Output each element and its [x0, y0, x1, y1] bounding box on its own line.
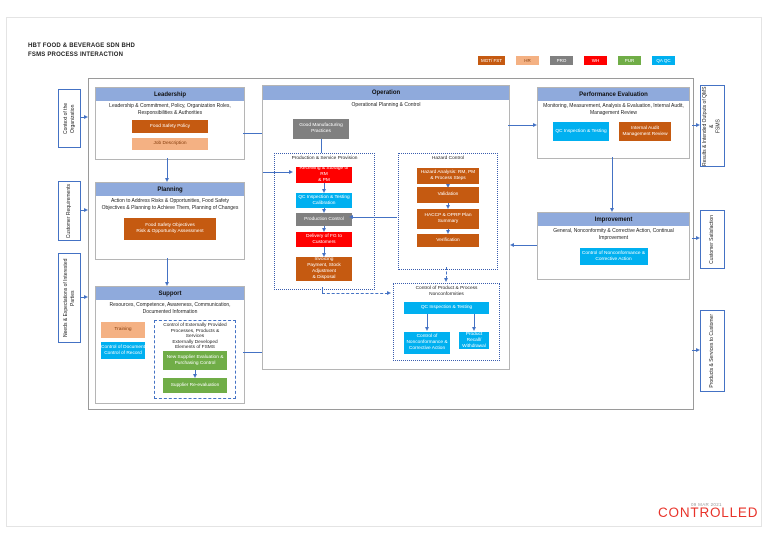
company-name: HBT FOOD & BEVERAGE SDN BHD	[28, 43, 136, 49]
planning-header: Planning	[96, 183, 244, 196]
box-food-safety-objectives: Food Safety Objectives Risk & Opportunit…	[124, 218, 216, 240]
box-qc-inspection-testing-pe: QC Inspection & Testing	[553, 122, 609, 141]
box-validation: Validation	[417, 187, 479, 203]
output-label: Results & Intended Outputs of QMS & FSMS	[702, 86, 722, 166]
section-leadership: Leadership Leadership & Commitment, Poli…	[95, 87, 245, 160]
connector-nc-right	[474, 314, 475, 328]
arrow-head-down	[322, 189, 326, 193]
legend-chip-hr: HR	[516, 56, 539, 65]
group-production-service-provision: Production & Service Provision Receiving…	[274, 153, 375, 290]
box-new-supplier-evaluation: New Supplier Evaluation & Purchasing Con…	[163, 351, 227, 370]
improvement-header: Improvement	[538, 213, 689, 226]
input-context-of-organization: Context of the Organization	[58, 89, 81, 148]
input-customer-requirements: Customer Requirements	[58, 181, 81, 241]
improvement-subtitle: General, Nonconformity & Corrective Acti…	[553, 228, 674, 241]
connector-nc-left	[427, 314, 428, 328]
leadership-header: Leadership	[96, 88, 244, 101]
legend-chip-mgt-fst: MGT/ FST	[478, 56, 505, 65]
planning-subtitle: Action to Address Risks & Opportunities,…	[101, 198, 239, 211]
group-externally-provided: Control of Externally Provided Processes…	[154, 320, 236, 399]
box-control-of-document: Control of Document Control of Record	[101, 342, 145, 359]
group-hazard-control: Hazard Control Hazard Analysis: RM, PM &…	[398, 153, 498, 270]
nonconformities-title: Control of Product & Process Nonconformi…	[415, 286, 478, 297]
psp-title: Production & Service Provision	[291, 156, 358, 161]
legend-chip-pur: PUR	[618, 56, 641, 65]
operation-subtitle: Operational Planning & Control	[351, 102, 421, 108]
arrow-head-down	[472, 327, 476, 331]
controlled-stamp: CONTROLLED	[658, 505, 759, 520]
output-results-intended-outputs: Results & Intended Outputs of QMS & FSMS	[700, 85, 725, 167]
box-training: Training	[101, 322, 145, 338]
arrow-head-down	[446, 205, 450, 209]
hazard-title: Hazard Control	[431, 156, 465, 161]
box-control-nonconformance-improvement: Control of Nonconformance & Corrective A…	[579, 248, 648, 265]
box-hazard-analysis: Hazard Analysis: RM, PM & Process Steps	[417, 168, 479, 184]
output-products-services: Products & Services to Customer	[700, 310, 725, 392]
arrow-head-down	[446, 184, 450, 188]
legend: MGT/ FST HR PRO WH PUR QA QC	[478, 56, 675, 65]
box-gmp: Good Manufacturing Practices	[293, 119, 349, 139]
document-subtitle: FSMS PROCESS INTERACTION	[28, 52, 124, 58]
box-qc-inspection-testing: QC Inspection & Testing	[404, 302, 489, 314]
input-label: Context of the Organization	[62, 102, 76, 135]
legend-chip-qa-qc: QA QC	[652, 56, 675, 65]
stamp-date-note: 09 MAR 2021	[691, 502, 722, 507]
performance-header: Performance Evaluation	[538, 88, 689, 101]
box-verification: Verification	[417, 234, 479, 247]
box-production-control: Production Control	[296, 213, 352, 226]
document-title: HBT FOOD & BEVERAGE SDN BHD FSMS PROCESS…	[28, 42, 135, 60]
arrow-head-down	[425, 327, 429, 331]
arrow-head-down	[322, 209, 326, 213]
support-subtitle: Resources, Competence, Awareness, Commun…	[109, 302, 231, 315]
operation-header: Operation	[263, 86, 509, 100]
section-performance-evaluation: Performance Evaluation Monitoring, Measu…	[537, 87, 690, 159]
output-label: Products & Services to Customer	[709, 314, 716, 388]
arrow-head-down	[322, 228, 326, 232]
box-haccp-oprp: HACCP & OPRP Plan Summary	[417, 209, 479, 229]
arrow-head-down	[446, 230, 450, 234]
group-nonconformities: Control of Product & Process Nonconformi…	[393, 283, 500, 361]
legend-chip-pro: PRO	[550, 56, 573, 65]
input-label: Customer Requirements	[66, 183, 73, 239]
box-invoicing-payment: Invoicing Payment, Stock Adjustment & Di…	[296, 257, 352, 281]
box-job-description: Job Description	[132, 138, 208, 150]
box-receiving-storage: Receiving & Storage of RM & PM	[296, 166, 352, 183]
support-header: Support	[96, 287, 244, 300]
connector-supplier	[195, 370, 196, 375]
page-border	[6, 17, 762, 527]
section-improvement: Improvement General, Nonconformity & Cor…	[537, 212, 690, 280]
legend-chip-wh: WH	[584, 56, 607, 65]
section-operation: Operation Operational Planning & Control…	[262, 85, 510, 370]
performance-subtitle: Monitoring, Measurement, Analysis & Eval…	[543, 103, 684, 116]
connector-psp-1	[324, 183, 325, 190]
output-label: Customer Satisfaction	[709, 215, 716, 264]
connector-psp-4	[324, 247, 325, 255]
section-support: Support Resources, Competence, Awareness…	[95, 286, 245, 404]
box-supplier-reevaluation: Supplier Re-evaluation	[163, 378, 227, 393]
box-product-recall: Product Recall/ Withdrawal	[459, 332, 489, 349]
input-needs-expectations: Needs & Expectations of Interested Parti…	[58, 253, 81, 343]
leadership-subtitle: Leadership & Commitment, Policy, Organiz…	[109, 103, 231, 116]
externally-provided-title: Control of Externally Provided Processes…	[163, 323, 227, 351]
input-label: Needs & Expectations of Interested Parti…	[62, 258, 76, 338]
diagram-outer-border	[88, 78, 694, 410]
output-customer-satisfaction: Customer Satisfaction	[700, 210, 725, 269]
arrow-head-down	[322, 253, 326, 257]
box-qc-inspection-calibration: QC Inspection & Testing Calibration	[296, 193, 352, 208]
connector-gmp-psp	[321, 139, 322, 153]
box-control-nonconformance: Control of Nonconformance & Corrective A…	[404, 332, 450, 354]
arrow-head-down	[193, 374, 197, 378]
box-delivery-fg: Delivery of FG to Customers	[296, 232, 352, 247]
box-food-safety-policy: Food Safety Policy	[132, 120, 208, 133]
section-planning: Planning Action to Address Risks & Oppor…	[95, 182, 245, 260]
box-internal-audit: Internal Audit Management Review	[619, 122, 671, 141]
